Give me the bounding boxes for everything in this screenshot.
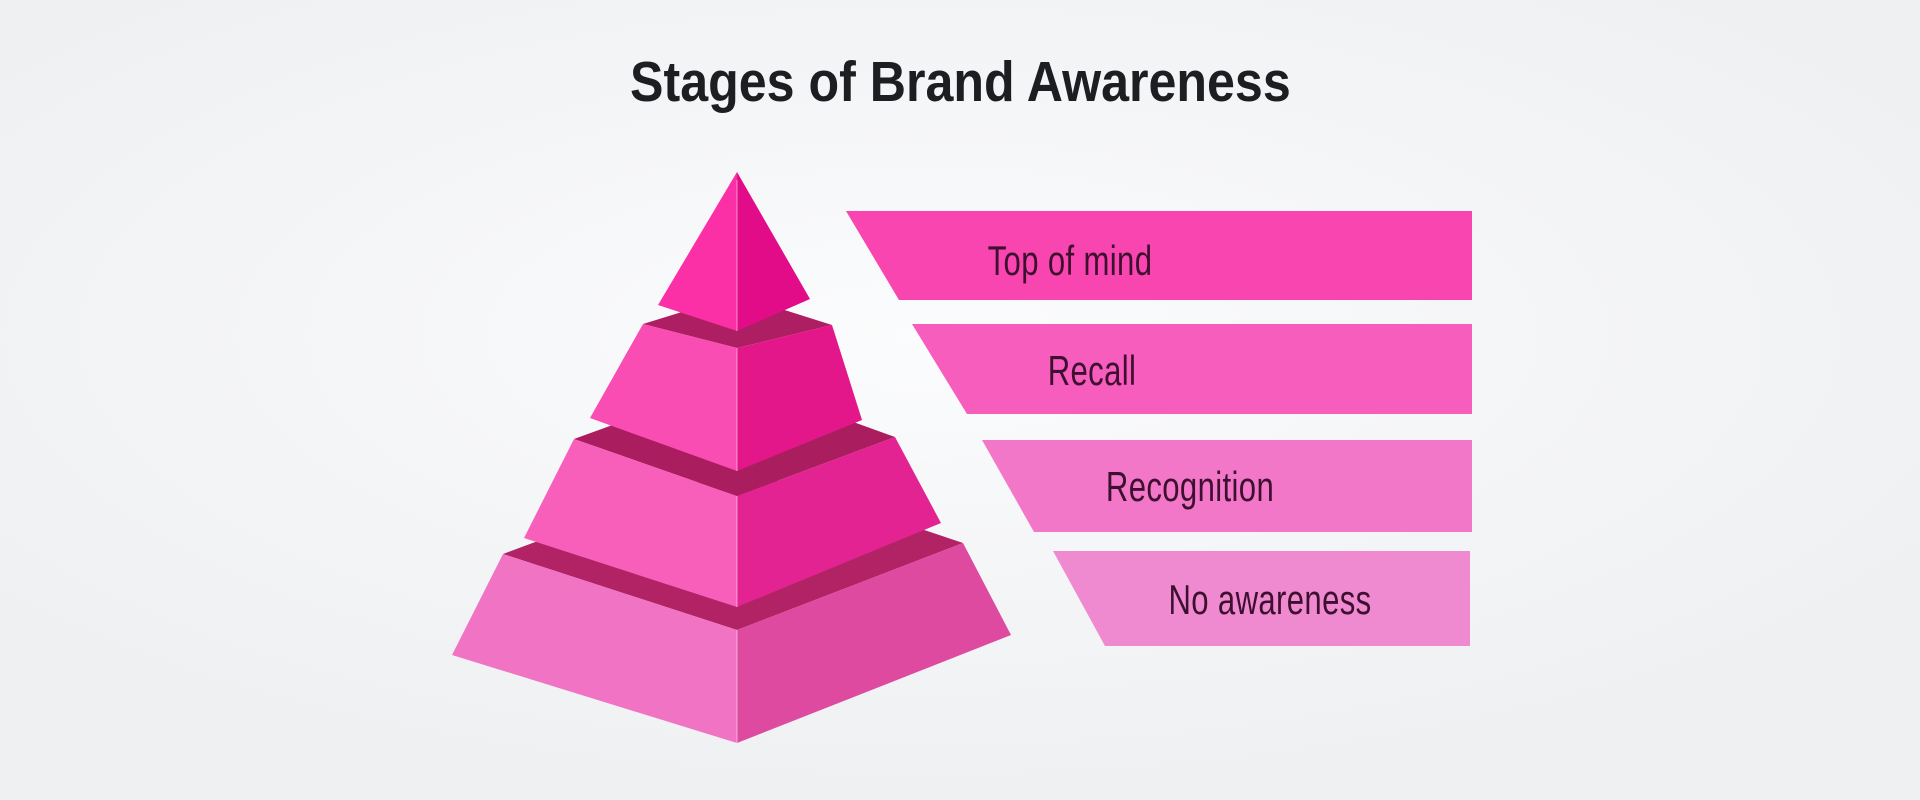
pyramid-tier-1 xyxy=(658,172,810,331)
band-top-of-mind xyxy=(846,211,1472,300)
stage-label-top-of-mind: Top of mind xyxy=(987,237,1153,284)
stage-label-recognition: Recognition xyxy=(1105,463,1275,510)
pyramid-tier-3-left-face xyxy=(524,439,737,607)
page-title: Stages of Brand Awareness xyxy=(0,46,1920,118)
pyramid-tier-3 xyxy=(524,380,941,607)
pyramid-tier-4-right-face xyxy=(737,543,1011,743)
pyramid-tier-2-right-face xyxy=(737,325,862,471)
stage-bands xyxy=(846,211,1472,646)
stage-label-no-awareness: No awareness xyxy=(1168,576,1372,623)
pyramid-tier-4-left-face xyxy=(452,554,737,743)
stage-label-recall: Recall xyxy=(1047,347,1137,394)
band-recognition xyxy=(982,440,1472,532)
pyramid xyxy=(452,172,1011,743)
band-recall xyxy=(912,324,1472,414)
pyramid-tier-1-right-face xyxy=(737,172,810,331)
pyramid-tier-1-left-face xyxy=(658,172,737,331)
pyramid-tier-3-right-face xyxy=(737,437,941,607)
pyramid-tier-2-left-face xyxy=(590,324,737,471)
page-title-text: Stages of Brand Awareness xyxy=(629,50,1291,114)
band-no-awareness xyxy=(1053,551,1470,646)
